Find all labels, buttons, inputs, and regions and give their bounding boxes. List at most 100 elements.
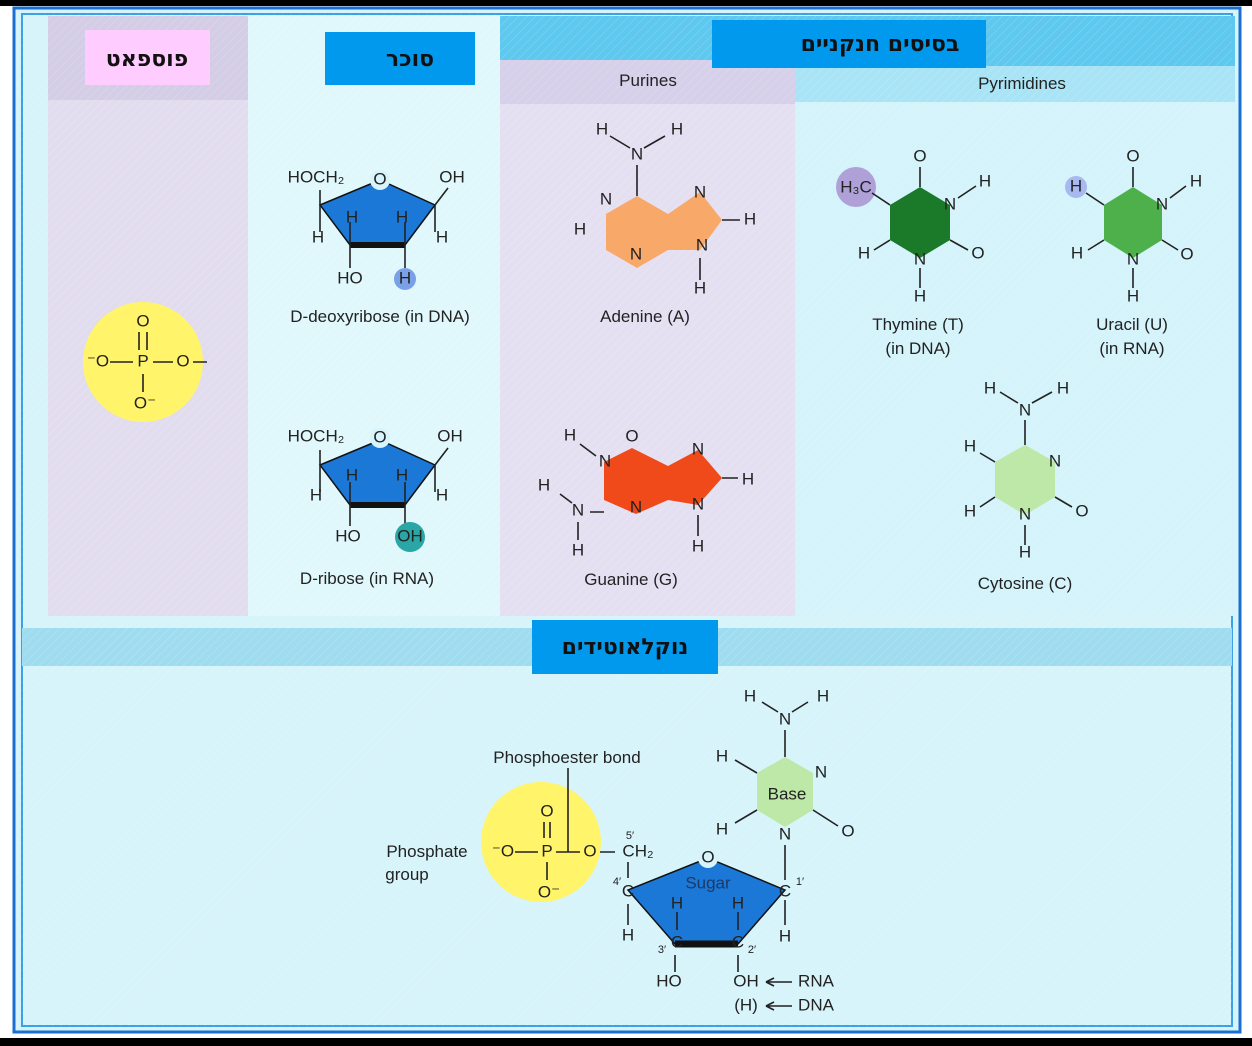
atom-label: O <box>540 801 553 820</box>
nucleotide-structure: Phosphoester bond Phosphate group O P O⁻… <box>385 686 854 1014</box>
atom-label: N <box>600 189 612 208</box>
atom-label: H <box>396 465 408 484</box>
atom-label: O <box>913 146 926 165</box>
atom-label: H <box>1019 542 1031 561</box>
atom-label: H <box>744 209 756 228</box>
atom-label: N <box>599 451 611 470</box>
atom-label: ⁻O <box>87 351 109 370</box>
atom-label: O⁻ <box>134 393 156 412</box>
cytosine-structure: N H H N O N H H H Cytosine (C) <box>964 378 1089 593</box>
atom-label: H <box>622 925 634 944</box>
phosphate-label-box <box>85 30 210 85</box>
atom-label: H <box>572 540 584 559</box>
prime-label: 2′ <box>748 944 756 956</box>
atom-label: H <box>744 686 756 705</box>
atom-label: H <box>596 119 608 138</box>
atom-label: HOCH₂ <box>288 167 345 186</box>
atom-label: H <box>671 119 683 138</box>
phosphate-group-label-2: group <box>385 865 428 884</box>
atom-label: OH <box>439 167 465 186</box>
nucleotides-header: נוקלאוטידים <box>562 635 689 660</box>
ribose-structure: HOCH₂ O OH H H H H HO OH D-ribose (in RN… <box>288 426 463 588</box>
phosphate-structure: O P O⁻ ⁻O O <box>83 302 207 422</box>
thymine-name: Thymine (T) <box>872 315 964 334</box>
atom-label: N <box>779 709 791 728</box>
atom-label: H <box>436 485 448 504</box>
bottom-bar <box>0 1038 1252 1046</box>
atom-label: O⁻ <box>538 882 560 901</box>
prime-label: 1′ <box>796 876 804 888</box>
atom-label: O <box>176 351 189 370</box>
nucleotides-label-box <box>532 620 718 674</box>
atom-label: OH <box>733 971 759 990</box>
atom-label: HO <box>335 526 361 545</box>
thymine-structure: O N H O N H H H₃C Thymine (T) (in DNA) <box>836 146 991 358</box>
pyrimidines-header: Pyrimidines <box>978 74 1066 93</box>
atom-label: H <box>346 207 358 226</box>
atom-label: N <box>779 824 791 843</box>
atom-label: H <box>1190 171 1202 190</box>
atom-label: N <box>694 182 706 201</box>
atom-label: N <box>944 194 956 213</box>
atom-label: O <box>841 821 854 840</box>
sugar-label-box <box>325 32 475 85</box>
atom-label: CH₂ <box>622 841 653 860</box>
atom-label: H <box>396 207 408 226</box>
top-bar <box>0 0 1252 6</box>
atom-label: H <box>574 219 586 238</box>
atom-label: O <box>625 426 638 445</box>
atom-label: H <box>979 171 991 190</box>
prime-label: 4′ <box>613 876 621 888</box>
atom-label: OH <box>437 426 463 445</box>
atom-label: H <box>858 243 870 262</box>
atom-label: H <box>538 475 550 494</box>
uracil-structure: O N H O N H H H Uracil (U) (in RNA) <box>1065 146 1202 358</box>
atom-label: H <box>692 536 704 555</box>
atom-label: O <box>1075 501 1088 520</box>
uracil-note: (in RNA) <box>1099 339 1164 358</box>
arrow-icon <box>765 977 792 1011</box>
sugar-label: Sugar <box>685 873 731 892</box>
atom-label: H <box>1070 176 1082 195</box>
prime-label: 3′ <box>658 944 666 956</box>
phosphate-header: פוספאט <box>106 47 188 72</box>
atom-label: H <box>1071 243 1083 262</box>
atom-label: HO <box>337 268 363 287</box>
atom-label: C <box>622 881 634 900</box>
atom-label: H <box>436 227 448 246</box>
atom-label: H <box>694 278 706 297</box>
atom-label: ⁻O <box>492 841 514 860</box>
atom-label: HO <box>656 971 682 990</box>
atom-label: O <box>373 427 386 446</box>
atom-label: (H) <box>734 995 758 1014</box>
atom-label: O <box>1180 244 1193 263</box>
guanine-structure: O N H N H H N N N H H Guanine (G) <box>538 425 754 589</box>
paper-texture <box>22 14 1232 1026</box>
atom-label: N <box>1156 194 1168 213</box>
sugar-header: סוכר <box>386 47 434 72</box>
atom-label: N <box>1019 504 1031 523</box>
thymine-note: (in DNA) <box>885 339 950 358</box>
atom-label: C <box>732 932 744 951</box>
atom-label: P <box>541 841 552 860</box>
atom-label: C <box>671 932 683 951</box>
prime-label: 5′ <box>626 830 634 842</box>
atom-label: H <box>564 425 576 444</box>
atom-label: N <box>630 497 642 516</box>
atom-label: P <box>137 351 148 370</box>
atom-label: H₃C <box>840 177 871 196</box>
atom-label: H <box>964 501 976 520</box>
deoxyribose-structure: HOCH₂ O OH H H H H HO H D-deoxyribose (i… <box>288 167 470 326</box>
base-label: Base <box>768 784 807 803</box>
atom-label: H <box>1057 378 1069 397</box>
rna-label: RNA <box>798 971 835 990</box>
atom-label: H <box>671 893 683 912</box>
atom-label: N <box>572 500 584 519</box>
atom-label: H <box>312 227 324 246</box>
atom-label: H <box>346 465 358 484</box>
atom-label: H <box>716 746 728 765</box>
atom-label: OH <box>397 526 423 545</box>
atom-label: H <box>964 436 976 455</box>
phosphate-group-label: Phosphate <box>386 842 467 861</box>
